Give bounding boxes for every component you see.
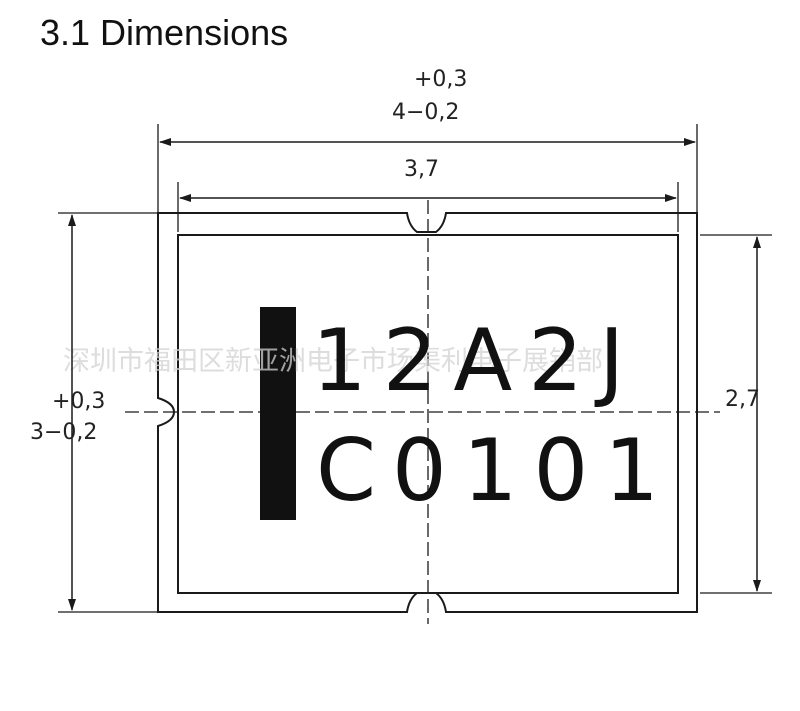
polarity-band: [260, 307, 296, 520]
inner-width-value: 3,7: [404, 157, 439, 182]
height-nominal: 3−0,2: [30, 420, 97, 445]
marking-line-2: C0101: [316, 421, 675, 521]
width-tolerance: +0,3: [414, 67, 467, 92]
width-nominal: 4−0,2: [392, 100, 459, 125]
section-heading: 3.1 Dimensions: [40, 12, 289, 53]
height-tolerance: +0,3: [52, 389, 105, 414]
watermark-text: 深圳市福田区新亚洲电子市场渠利电子展销部: [63, 346, 603, 377]
inner-height-value: 2,7: [725, 387, 760, 412]
marking-line-1: 12A2J: [312, 311, 640, 411]
